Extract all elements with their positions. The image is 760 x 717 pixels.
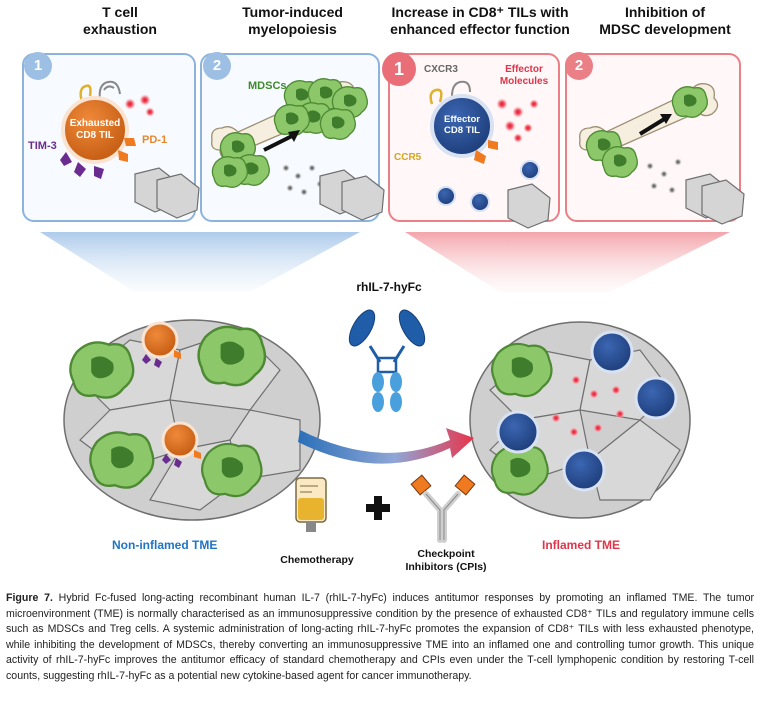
chemotherapy-bag-icon: [295, 477, 327, 532]
drug-label: rhIL-7-hyFc: [356, 280, 422, 294]
caption-text: Hybrid Fc-fused long-acting recombinant …: [6, 592, 754, 682]
exhausted-til-in-tme-1: [141, 321, 181, 368]
panel-title-t-cell-exhaustion: T cell exhaustion: [83, 4, 157, 37]
effector-molecules-dots: [496, 98, 539, 143]
inflamed-tme: [469, 321, 691, 519]
cxcr3-label: CXCR3: [424, 64, 458, 75]
ccr5-label: CCR5: [394, 152, 422, 163]
panel-number-2: 2: [203, 52, 231, 80]
exhausted-cd8-til-cell: [60, 80, 136, 179]
panel-title-mdsc-inhibition: Inhibition of MDSC development: [599, 4, 731, 37]
caption-label: Figure 7.: [6, 592, 53, 604]
exhausted-cell-label: Exhausted CD8 TIL: [69, 118, 121, 141]
non-inflamed-tme-label: Non-inflamed TME: [112, 538, 218, 552]
inflamed-tme-label: Inflamed TME: [542, 538, 621, 552]
non-inflamed-tme: [63, 319, 321, 521]
conversion-arrow: [298, 428, 474, 464]
tumor-cells-panel-2: [319, 169, 385, 221]
chemotherapy-label: Chemotherapy: [280, 554, 354, 566]
beam-non-inflamed: [40, 232, 360, 292]
panel-title-tumor-myelopoiesis: Tumor-induced myelopoiesis: [242, 4, 343, 37]
tim3-label: TIM-3: [28, 140, 57, 152]
illustration-canvas: [40, 78, 745, 543]
arrow-panel-2: [263, 132, 297, 152]
pd1-label: PD-1: [142, 134, 168, 146]
rhil7-hyfc-molecule: [348, 309, 426, 412]
figure-caption: Figure 7. Hybrid Fc-fused long-acting re…: [6, 591, 754, 685]
effector-molecules-in-tme: [551, 375, 625, 437]
effector-cd8-til-cell: [429, 80, 498, 164]
tumor-cells-panel-1: [134, 167, 200, 219]
arrow-panel-4: [638, 116, 668, 136]
tumor-cells-panel-3: [507, 183, 551, 229]
checkpoint-inhibitor-icon: [410, 474, 476, 543]
panel-title-increase-cd8-tils: Increase in CD8⁺ TILs with enhanced effe…: [390, 4, 570, 37]
effector-cell-label: Effector CD8 TIL: [444, 114, 480, 136]
effector-tils-in-tme: [496, 330, 678, 492]
panel-number-3: 1: [382, 52, 416, 86]
beam-inflamed: [405, 232, 730, 292]
cpis-label: Checkpoint Inhibitors (CPIs): [405, 548, 487, 573]
panel-number-1: 1: [24, 52, 52, 80]
mdscs-label: MDSCs: [248, 80, 287, 92]
effector-molecules-label: Effector Molecules: [499, 64, 549, 87]
plus-icon: [366, 496, 390, 520]
grey-dots-panel-4: [646, 158, 682, 194]
tumor-cells-panel-4: [685, 173, 745, 225]
cytokine-dots-panel-1: [124, 94, 155, 117]
exhausted-til-in-tme-2: [161, 421, 201, 468]
grey-dots-panel-2: [282, 164, 324, 196]
panel-number-4: 2: [565, 52, 593, 80]
